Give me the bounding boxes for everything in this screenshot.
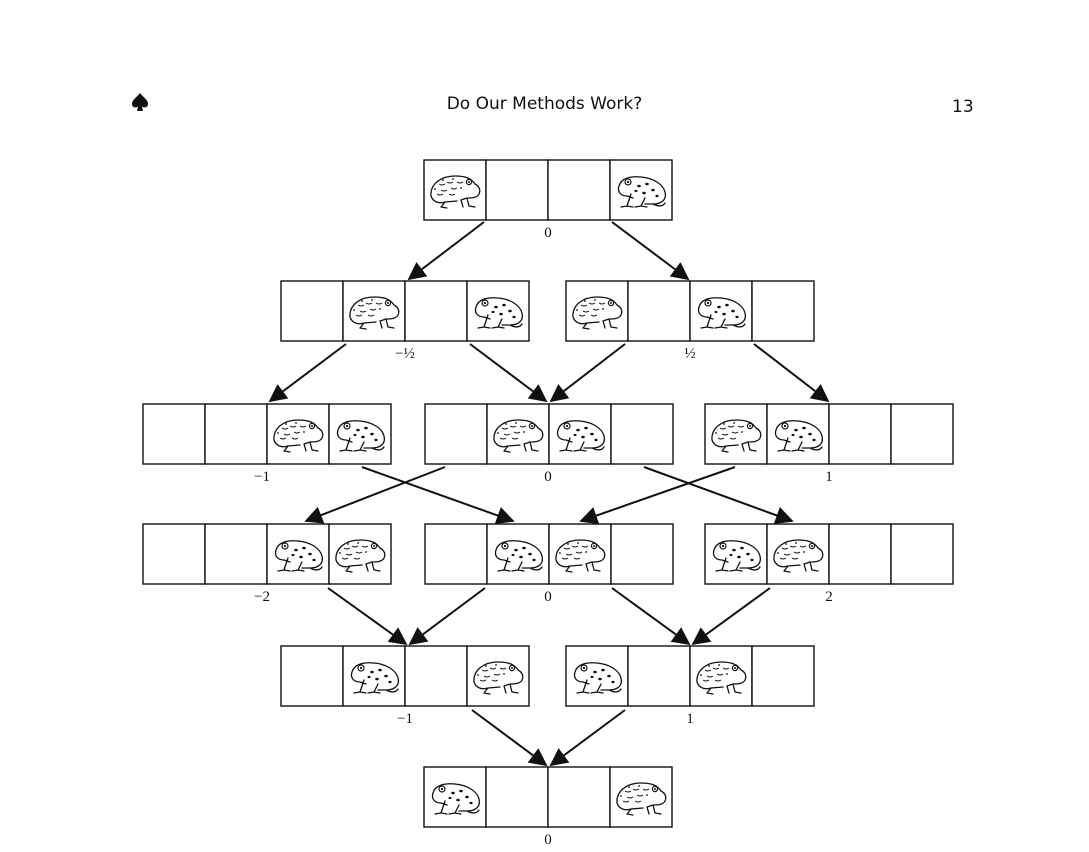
board-r3c: 1 [704, 403, 954, 485]
move-arrow [304, 466, 446, 524]
board-r1: 0 [423, 159, 673, 241]
move-arrow [407, 221, 485, 281]
move-arrow [611, 221, 690, 281]
board-cell [610, 403, 674, 465]
board-cell [280, 645, 344, 707]
position-value: 2 [825, 589, 833, 605]
board-cell [751, 280, 815, 342]
board-r6: 0 [423, 766, 673, 848]
move-arrow [471, 709, 548, 767]
position-value: −½ [395, 346, 415, 362]
position-value: ½ [684, 346, 695, 362]
board-r2b: ½ [565, 280, 815, 362]
board-cell [627, 280, 691, 342]
board-cell [204, 523, 268, 585]
board-r5a: −1 [280, 645, 530, 727]
move-arrow [579, 466, 736, 525]
position-value: −2 [254, 589, 270, 605]
board-cell [485, 159, 549, 221]
move-arrow [327, 587, 408, 646]
board-r3a: −1 [142, 403, 392, 485]
position-value: −1 [254, 469, 270, 485]
board-cell [610, 523, 674, 585]
board-cell [424, 403, 488, 465]
board-r4c: 2 [704, 523, 954, 605]
position-value: −1 [397, 711, 413, 727]
board-positions: 0 −½ ½ −1 0 1 −2 0 2 −1 1 0 [142, 159, 954, 848]
board-cell [485, 766, 549, 828]
board-r4a: −2 [142, 523, 392, 605]
position-value: 0 [544, 589, 552, 605]
board-r3b: 0 [424, 403, 674, 485]
move-arrow [361, 466, 515, 525]
position-value: 1 [686, 711, 694, 727]
move-arrow [753, 343, 830, 403]
position-value: 0 [544, 225, 552, 241]
board-cell [828, 523, 892, 585]
move-arrows [268, 221, 830, 767]
board-r2a: −½ [280, 280, 530, 362]
board-cell [204, 403, 268, 465]
board-cell [890, 523, 954, 585]
board-cell [404, 280, 468, 342]
board-r5b: 1 [565, 645, 815, 727]
spade-icon [132, 93, 148, 111]
page-number: 13 [952, 97, 974, 117]
board-cell [404, 645, 468, 707]
move-arrow [469, 343, 548, 403]
board-cell [828, 403, 892, 465]
move-arrow [691, 587, 771, 646]
page-title: Do Our Methods Work? [446, 94, 643, 114]
board-cell [547, 159, 611, 221]
position-value: 0 [544, 469, 552, 485]
move-arrow [549, 343, 626, 403]
board-cell [890, 403, 954, 465]
board-cell [751, 645, 815, 707]
position-value: 1 [825, 469, 833, 485]
board-cell [547, 766, 611, 828]
board-cell [142, 523, 206, 585]
board-cell [142, 403, 206, 465]
board-r4b: 0 [424, 523, 674, 605]
move-arrow [408, 587, 486, 646]
move-arrow [611, 587, 691, 646]
board-cell [627, 645, 691, 707]
board-cell [280, 280, 344, 342]
move-arrow [643, 466, 794, 524]
board-cell [424, 523, 488, 585]
move-arrow [268, 343, 347, 403]
position-value: 0 [544, 832, 552, 848]
move-arrow [549, 709, 626, 767]
